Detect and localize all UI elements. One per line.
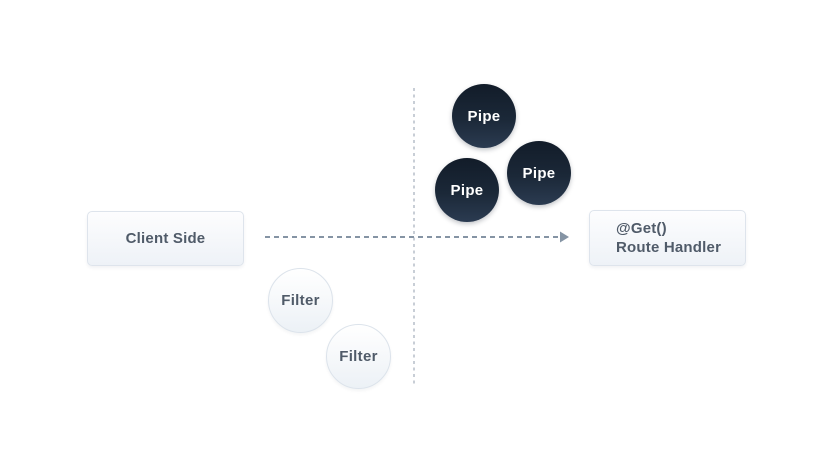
pipe-node: Pipe bbox=[435, 158, 499, 222]
client-side-label: Client Side bbox=[125, 230, 206, 247]
pipe-node: Pipe bbox=[507, 141, 571, 205]
filter-node: Filter bbox=[326, 324, 391, 389]
pipe-node: Pipe bbox=[452, 84, 516, 148]
route-handler-label: Route Handler bbox=[616, 239, 722, 256]
pipe-label: Pipe bbox=[522, 164, 556, 182]
route-handler-node: @Get() Route Handler bbox=[589, 210, 746, 266]
arrowhead-icon bbox=[560, 231, 569, 243]
client-side-node: Client Side bbox=[87, 211, 244, 266]
filter-label: Filter bbox=[339, 348, 378, 365]
filter-node: Filter bbox=[268, 268, 333, 333]
filter-label: Filter bbox=[281, 292, 320, 309]
pipe-label: Pipe bbox=[450, 181, 484, 199]
route-decorator-label: @Get() bbox=[616, 220, 667, 237]
pipe-label: Pipe bbox=[467, 107, 501, 125]
